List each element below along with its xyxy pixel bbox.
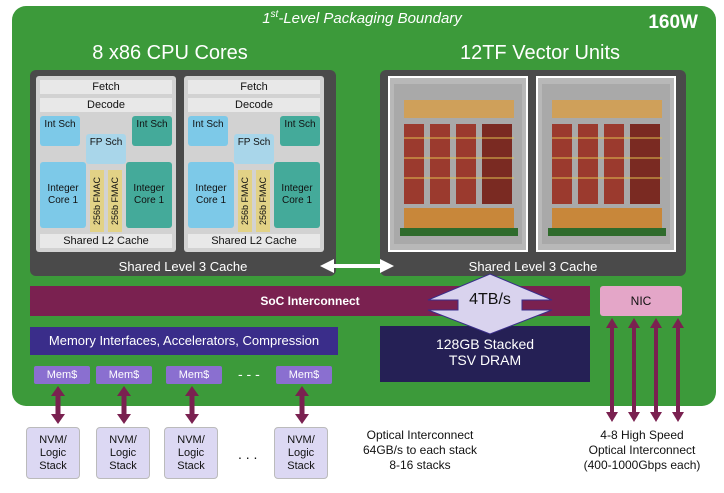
cpu-l3-cache: Shared Level 3 Cache: [118, 259, 248, 274]
decode-unit: Decode: [40, 98, 172, 112]
nic-block: NIC: [600, 286, 682, 316]
cpu-core-block: Fetch Decode Int Sch FP Sch Int Sch Inte…: [36, 76, 176, 252]
optical-right-caption: 4-8 High Speed Optical Interconnect (400…: [583, 428, 701, 472]
int-sch-left: Int Sch: [188, 116, 228, 146]
memory-interfaces: Memory Interfaces, Accelerators, Compres…: [30, 327, 338, 355]
fp-sch: FP Sch: [86, 134, 126, 164]
die-shot-graphic: [542, 84, 670, 244]
cpu-title: 8 x86 CPU Cores: [92, 42, 248, 64]
nvm-link-arrows: [51, 386, 309, 424]
vector-unit-die: [536, 76, 676, 252]
int-sch-right: Int Sch: [280, 116, 320, 146]
mem-ellipsis: - - -: [238, 366, 260, 382]
power-label: 160W: [648, 12, 698, 33]
mem-cache: Mem$: [96, 366, 152, 384]
fetch-unit: Fetch: [40, 80, 172, 94]
cache-link-arrow: [320, 259, 394, 273]
soc-interconnect-label: SoC Interconnect: [260, 294, 360, 308]
fp-sch: FP Sch: [234, 134, 274, 164]
vector-title: 12TF Vector Units: [459, 42, 621, 64]
mem-cache: Mem$: [34, 366, 90, 384]
decode-unit: Decode: [188, 98, 320, 112]
integer-core-right: Integer Core 1: [126, 162, 172, 228]
int-sch-left: Int Sch: [40, 116, 80, 146]
vector-panel: Shared Level 3 Cache: [380, 70, 686, 276]
nvm-ellipsis: . . .: [238, 446, 258, 462]
optical-left-caption: Optical Interconnect 64GB/s to each stac…: [362, 428, 478, 472]
vector-l3-cache: Shared Level 3 Cache: [468, 259, 598, 274]
integer-core-left: Integer Core 1: [188, 162, 234, 228]
nic-optical-arrows: [606, 318, 684, 422]
integer-core-right: Integer Core 1: [274, 162, 320, 228]
fetch-unit: Fetch: [188, 80, 320, 94]
mem-cache: Mem$: [166, 366, 222, 384]
integer-core-left: Integer Core 1: [40, 162, 86, 228]
cpu-core-block: Fetch Decode Int Sch FP Sch Int Sch Inte…: [184, 76, 324, 252]
mem-cache: Mem$: [276, 366, 332, 384]
boundary-title: 1st-Level Packaging Boundary: [262, 9, 462, 27]
dram-line-2: TSV DRAM: [448, 352, 522, 368]
int-sch-right: Int Sch: [132, 116, 172, 146]
stacked-dram: 128GB Stacked TSV DRAM: [380, 326, 590, 382]
vector-unit-die: [388, 76, 528, 252]
die-shot-graphic: [394, 84, 522, 244]
dram-line-1: 128GB Stacked: [435, 336, 535, 352]
l2-cache: Shared L2 Cache: [188, 234, 320, 248]
bandwidth-arrow: [427, 273, 553, 335]
bandwidth-label: 4TB/s: [469, 291, 511, 308]
cpu-panel: Fetch Decode Int Sch FP Sch Int Sch Inte…: [30, 70, 336, 276]
l2-cache: Shared L2 Cache: [40, 234, 172, 248]
